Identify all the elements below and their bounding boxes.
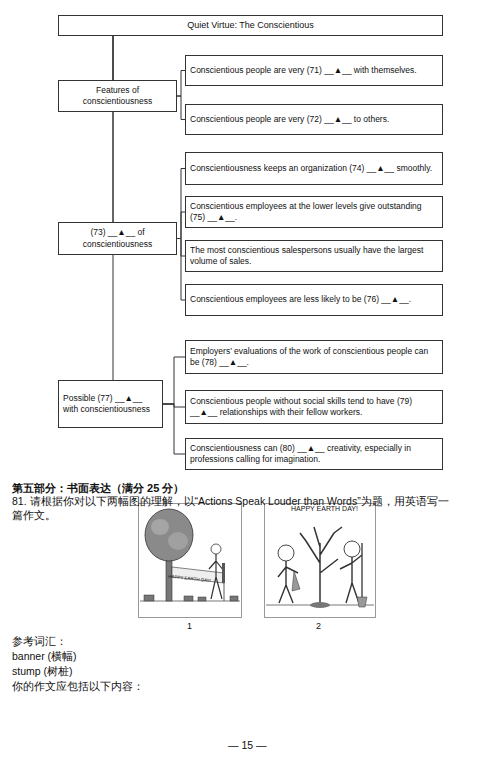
box-text: Quiet Virtue: The Conscientious <box>63 19 438 31</box>
label-heading: 第五部分：书面表达（满分 25 分） <box>12 480 184 497</box>
vocab-heading: 参考词汇： <box>12 634 67 650</box>
picture-heading: HAPPY EARTH DAY! <box>291 505 358 513</box>
page-number: — 15 — <box>228 738 267 754</box>
picture-number: 2 <box>316 620 321 634</box>
tree-connector <box>177 71 185 97</box>
detail-box: Conscientious employees are less likely … <box>185 284 443 316</box>
box-text: (73) __▲__ of conscientiousness <box>63 227 172 250</box>
box-text: Conscientious employees at the lower lev… <box>190 201 438 224</box>
tree-connector <box>177 96 185 120</box>
tree-connector <box>163 404 185 454</box>
box-text: The most conscientious salespersons usua… <box>190 245 438 268</box>
instruction-text: 你的作文应包括以下内容： <box>12 679 144 695</box>
box-text: Conscientiousness can (80) __▲__ creativ… <box>190 443 438 466</box>
tree-connector <box>177 169 185 239</box>
detail-box: Conscientious people are very (71) __▲__… <box>185 55 443 86</box>
title-box: Quiet Virtue: The Conscientious <box>58 15 443 36</box>
detail-box: Conscientious employees at the lower lev… <box>185 196 443 228</box>
question-text: 81. 请根据你对以下两幅图的理解，以“Actions Speak Louder… <box>12 494 449 510</box>
box-text: Possible (77) __▲__ with conscientiousne… <box>63 393 158 416</box>
cartoon-two <box>264 503 376 618</box>
box-text: Employers’ evaluations of the work of co… <box>190 346 438 369</box>
detail-box: Employers’ evaluations of the work of co… <box>185 340 443 374</box>
category-box: Features of conscientiousness <box>58 80 177 112</box>
detail-box: Conscientiousness keeps an organization … <box>185 152 443 185</box>
vocab-item: stump (树桩) <box>12 664 73 680</box>
box-text: Conscientious people are very (71) __▲__… <box>190 65 438 76</box>
box-text: Features of conscientiousness <box>63 85 172 108</box>
box-text: Conscientiousness keeps an organization … <box>190 163 438 174</box>
detail-box: Conscientiousness can (80) __▲__ creativ… <box>185 438 443 470</box>
detail-box: Conscientious people are very (72) __▲__… <box>185 104 443 135</box>
box-text: Conscientious employees are less likely … <box>190 294 438 305</box>
question-text: 篇作文。 <box>12 508 56 524</box>
category-box: (73) __▲__ of conscientiousness <box>58 222 177 255</box>
cartoon-one <box>138 503 242 618</box>
tree-connector <box>177 239 185 301</box>
category-box: Possible (77) __▲__ with conscientiousne… <box>58 380 163 428</box>
tree-connector <box>177 212 185 239</box>
detail-box: Conscientious people without social skil… <box>185 390 443 424</box>
box-text: Conscientious people without social skil… <box>190 396 438 419</box>
tree-connector <box>163 357 185 404</box>
detail-box: The most conscientious salespersons usua… <box>185 240 443 272</box>
picture-number: 1 <box>187 620 192 634</box>
vocab-item: banner (横幅) <box>12 649 77 665</box>
box-text: Conscientious people are very (72) __▲__… <box>190 114 438 125</box>
